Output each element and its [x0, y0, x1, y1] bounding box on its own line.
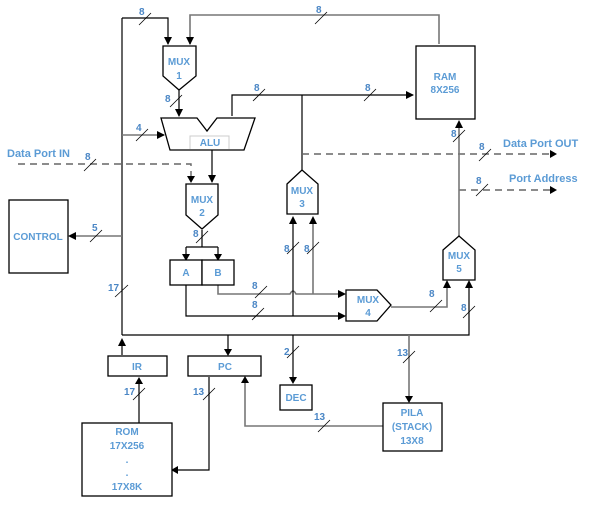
bw-pc-to-rom: 13 — [193, 387, 205, 398]
register-a-label: A — [182, 268, 189, 279]
wire-bus-to-mux1 — [122, 17, 172, 45]
control-unit: CONTROL — [8, 199, 69, 274]
rom-dot-2: . — [126, 468, 129, 479]
wire-alu-bus-to-ram — [231, 91, 414, 116]
register-b-label: B — [214, 268, 221, 279]
stack-label: PILA — [401, 408, 424, 419]
bw-stack-in: 13 — [397, 348, 409, 359]
control-label: CONTROL — [13, 232, 62, 243]
bw-alu-out-left: 8 — [254, 83, 260, 94]
bw-b-to-mux4: 8 — [252, 281, 258, 292]
stack-sublabel: (STACK) — [392, 422, 432, 433]
bw-data-out: 8 — [479, 142, 485, 153]
data-port-in-label: Data Port IN — [7, 148, 70, 160]
rom-size-1: 17X256 — [110, 441, 145, 452]
bw-control: 5 — [92, 223, 98, 234]
mux5-label: MUX — [448, 251, 471, 262]
alu: ALU — [160, 117, 256, 151]
bw-mux3-left: 8 — [284, 244, 290, 255]
wire-b-to-mux4 — [217, 284, 340, 295]
bw-mux2-out: 8 — [193, 229, 199, 240]
bw-top-right: 8 — [316, 5, 322, 16]
bw-ir-bus: 17 — [108, 283, 120, 294]
bw-mux4-out: 8 — [429, 289, 435, 300]
bw-mux1-out: 8 — [165, 94, 171, 105]
dec-label: DEC — [285, 393, 306, 404]
mux5: MUX 5 — [442, 235, 476, 281]
alu-label: ALU — [200, 138, 221, 149]
mux3: MUX 3 — [286, 169, 319, 215]
mux2-number: 2 — [199, 208, 205, 219]
register-b: B — [201, 259, 235, 286]
ram-label: RAM — [434, 72, 457, 83]
bw-stack-to-pc: 13 — [314, 412, 326, 423]
mux4-number: 4 — [365, 308, 371, 319]
wire-ram-to-mux1 — [186, 14, 440, 45]
wire-stack-to-pc — [244, 381, 383, 427]
program-counter: PC — [187, 355, 262, 377]
mux2: MUX 2 — [185, 183, 219, 230]
wire-data-in — [18, 163, 192, 182]
mux4: MUX 4 — [345, 289, 392, 322]
pc-label: PC — [218, 362, 232, 373]
bw-data-in: 8 — [85, 152, 91, 163]
bw-alu-out-right: 8 — [365, 83, 371, 94]
bus-width-markers: 8 8 8 4 8 8 8 8 5 17 8 8 8 8 8 8 8 8 8 — [83, 5, 492, 433]
bw-a-to-mux4: 8 — [252, 300, 258, 311]
stack-size: 13X8 — [400, 436, 424, 447]
mux5-number: 5 — [456, 264, 462, 275]
mux1-label: MUX — [168, 57, 191, 68]
rom: ROM 17X256 . . 17X8K — [81, 422, 173, 497]
bw-rom-to-ir: 17 — [124, 387, 136, 398]
instruction-register: IR — [107, 355, 168, 377]
bw-top-left: 8 — [139, 7, 145, 18]
data-port-out-label: Data Port OUT — [503, 138, 578, 150]
wire-mux4-to-mux5 — [391, 286, 448, 308]
lower-bus — [122, 286, 470, 336]
wire-pc-to-rom — [175, 377, 210, 471]
ram-size: 8X256 — [431, 85, 460, 96]
rom-dot-1: . — [126, 455, 129, 466]
bw-bus-to-mux5: 8 — [461, 303, 467, 314]
bw-alu-in: 4 — [136, 123, 142, 134]
mux3-number: 3 — [299, 199, 305, 210]
stack: PILA (STACK) 13X8 — [382, 402, 443, 452]
wire-mux2-to-ab — [185, 230, 219, 258]
mux3-label: MUX — [291, 186, 314, 197]
mux2-label: MUX — [191, 195, 214, 206]
rom-size-2: 17X8K — [112, 482, 143, 493]
rom-label: ROM — [115, 427, 138, 438]
wire-a-to-mux4 — [185, 284, 340, 317]
bw-address: 8 — [476, 176, 482, 187]
port-address-label: Port Address — [509, 173, 578, 185]
bw-ram-in: 8 — [451, 129, 457, 140]
ir-label: IR — [132, 362, 143, 373]
mux1-number: 1 — [176, 71, 182, 82]
decoder: DEC — [279, 384, 313, 411]
bw-dec: 2 — [284, 347, 290, 358]
register-a: A — [169, 259, 203, 286]
ram: RAM 8X256 — [415, 45, 476, 120]
mux1: MUX 1 — [162, 45, 197, 91]
mux4-label: MUX — [357, 295, 380, 306]
bw-mux3-right: 8 — [304, 244, 310, 255]
